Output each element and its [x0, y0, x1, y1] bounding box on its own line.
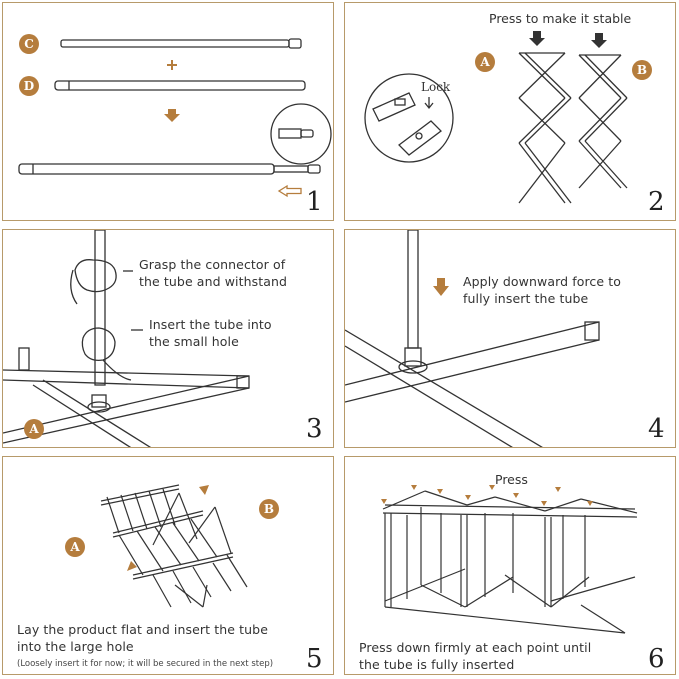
- press-label: Press: [495, 472, 528, 487]
- press-point-icon: [513, 493, 519, 498]
- step-6-illustration: [381, 485, 638, 634]
- lock-label: Lock: [421, 80, 451, 94]
- assembled-tube: [18, 163, 275, 175]
- step-number: 6: [648, 644, 665, 674]
- step-5-panel: A B Lay the product flat and insert the …: [2, 456, 334, 675]
- press-point-icon: [555, 487, 561, 492]
- step-6-panel: Press Press down firmly at each point un…: [344, 456, 676, 675]
- step-5-note: (Loosely insert it for now; it will be s…: [17, 659, 274, 669]
- text-line: fully insert the tube: [463, 291, 589, 306]
- text-line: Lay the product flat and insert the tube: [17, 622, 268, 637]
- upper-hand: [74, 259, 117, 293]
- lock-arrow-icon: [424, 97, 434, 110]
- text-line: Insert the tube into: [149, 317, 272, 332]
- text-line: Grasp the connector of: [139, 257, 286, 272]
- press-point-icon: [587, 501, 593, 506]
- press-point-icon: [489, 485, 495, 490]
- step-6-text: Press down firmly at each point until th…: [359, 639, 591, 673]
- step-1-illustration: [18, 38, 332, 198]
- press-point-icon: [541, 501, 547, 506]
- step-3-text-1: Grasp the connector of the tube and with…: [139, 256, 287, 290]
- down-arrow-icon: [433, 278, 449, 296]
- step-4-illustration: [345, 230, 600, 447]
- tube-c: [60, 39, 290, 48]
- connector: [87, 401, 111, 413]
- step-2-panel: Press to make it stable Lock A B 2: [344, 2, 676, 221]
- vertical-tube: [407, 230, 419, 349]
- step-2-illustration: [364, 31, 628, 204]
- text-line: the small hole: [149, 334, 239, 349]
- press-point-icon: [411, 485, 417, 490]
- frame-a: [518, 52, 572, 204]
- badge-b: B: [259, 499, 279, 519]
- badge-a: A: [65, 537, 85, 557]
- press-point-icon: [437, 489, 443, 494]
- step-4-text: Apply downward force to fully insert the…: [463, 273, 621, 307]
- press-point-icon: [381, 499, 387, 504]
- arrow-a-icon: [127, 561, 137, 571]
- step-3-illustration: [3, 230, 250, 447]
- step-5-illustration: [100, 484, 248, 608]
- text-line: Press down firmly at each point until: [359, 640, 592, 655]
- assembled-rack: [382, 490, 638, 634]
- vertical-tube: [94, 230, 106, 386]
- zoom-detail-circle: [270, 103, 332, 165]
- flat-frame: [100, 484, 248, 608]
- step-2-title: Press to make it stable: [489, 11, 632, 26]
- frame-b: [578, 54, 628, 189]
- badge-d: D: [19, 76, 39, 96]
- press-point-icon: [465, 495, 471, 500]
- step-1-panel: C D 1: [2, 2, 334, 221]
- step-number: 3: [306, 414, 323, 444]
- badge-c: C: [19, 34, 39, 54]
- text-line: into the large hole: [17, 639, 134, 654]
- left-arrow-icon: [277, 184, 302, 198]
- step-3-panel: Grasp the connector of the tube and with…: [2, 229, 334, 448]
- step-number: 1: [306, 187, 323, 217]
- step-3-text-2: Insert the tube into the small hole: [149, 316, 272, 350]
- step-number: 2: [648, 187, 665, 217]
- down-arrow-icon: [164, 109, 180, 122]
- step-number: 5: [306, 644, 323, 674]
- tube-d: [54, 80, 306, 91]
- badge-b: B: [632, 60, 652, 80]
- step-5-text: Lay the product flat and insert the tube…: [17, 621, 268, 655]
- badge-a: A: [475, 52, 495, 72]
- arrow-b-icon: [199, 485, 209, 495]
- step-4-panel: Apply downward force to fully insert the…: [344, 229, 676, 448]
- text-line: the tube and withstand: [139, 274, 288, 289]
- connector: [398, 360, 428, 374]
- badge-a: A: [24, 419, 44, 439]
- step-number: 4: [648, 414, 665, 444]
- text-line: Apply downward force to: [463, 274, 622, 289]
- lock-detail-circle: [364, 73, 454, 163]
- press-arrow-b-icon: [591, 33, 607, 48]
- lower-hand: [81, 327, 116, 362]
- text-line: the tube is fully inserted: [359, 657, 515, 672]
- press-arrow-a-icon: [529, 31, 545, 46]
